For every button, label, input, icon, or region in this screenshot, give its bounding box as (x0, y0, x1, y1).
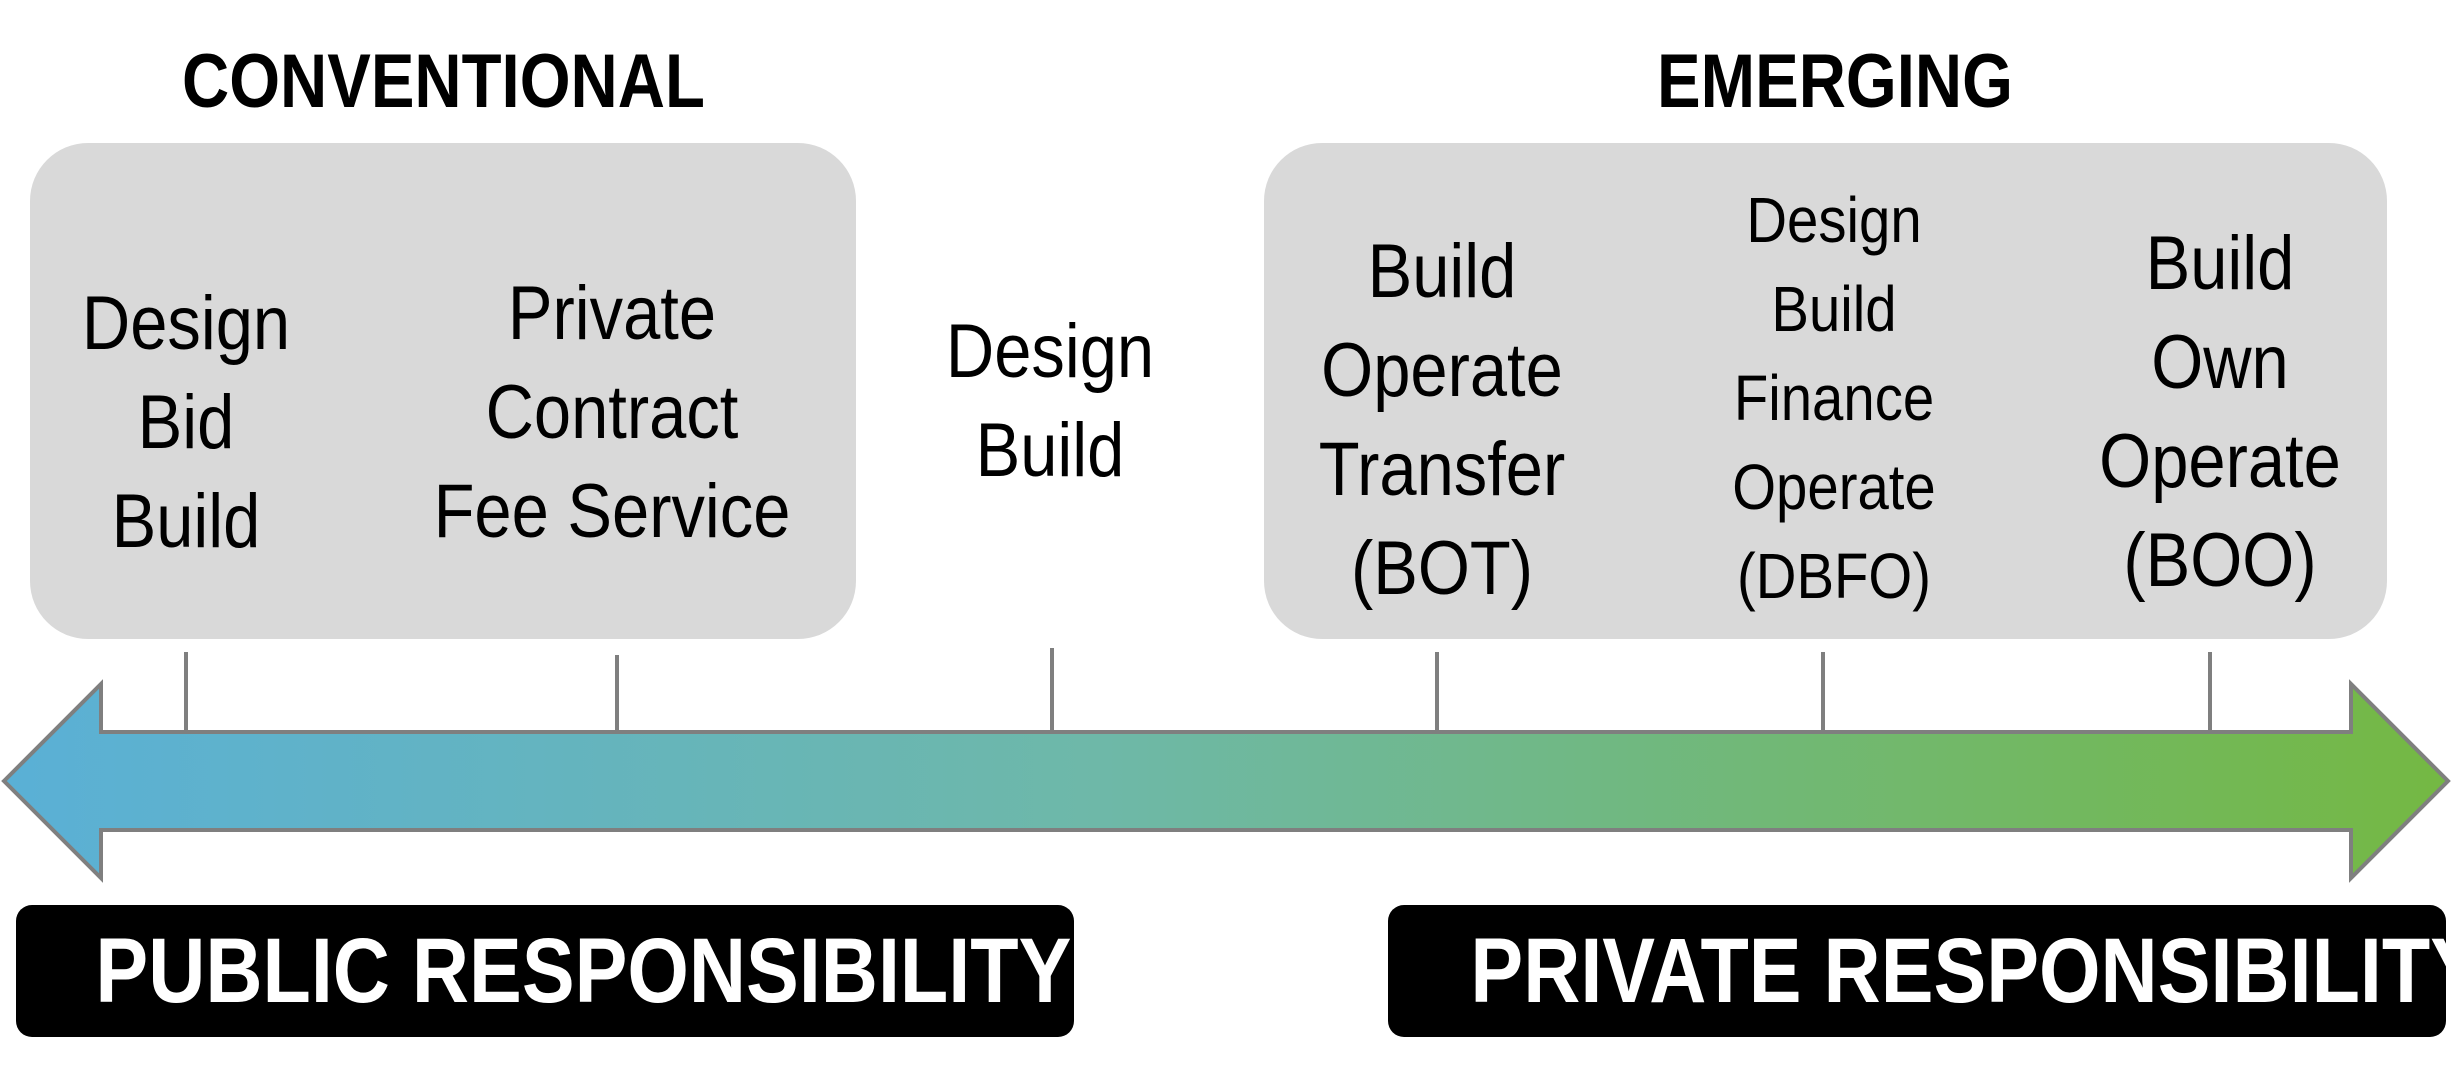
method-line: Contract (485, 370, 739, 455)
method-line: Finance (1733, 362, 1935, 434)
method-line: Operate (1732, 451, 1936, 523)
method-dbfo: Design Build Finance Operate (DBFO) (1732, 176, 1936, 621)
method-line: Own (2151, 320, 2289, 405)
heading-emerging: EMERGING (1657, 39, 2013, 124)
method-line: (BOT) (1350, 526, 1534, 611)
method-design-build: Design Build (946, 302, 1154, 500)
method-line: Operate (2099, 419, 2341, 504)
method-line: Transfer (1318, 427, 1566, 512)
method-line: Build (1771, 273, 1897, 345)
method-line: Fee Service (433, 469, 791, 554)
private-responsibility-label: PRIVATE RESPONSIBILITY (1470, 920, 2454, 1022)
method-line: Design (945, 309, 1155, 394)
method-line: (BOO) (2123, 518, 2317, 603)
emerging-group-box (1264, 143, 2387, 639)
method-line: Build (2145, 221, 2295, 306)
public-responsibility-bar: PUBLIC RESPONSIBILITY (16, 905, 1074, 1037)
method-line: Private (507, 271, 717, 356)
method-line: Build (111, 479, 261, 564)
method-line: Design (1746, 184, 1922, 256)
method-line: Build (975, 408, 1125, 493)
method-design-bid-build: Design Bid Build (82, 274, 290, 571)
method-bot: Build Operate Transfer (BOT) (1319, 222, 1566, 618)
method-line: Operate (1321, 328, 1563, 413)
private-responsibility-bar: PRIVATE RESPONSIBILITY (1388, 905, 2454, 1037)
heading-conventional: CONVENTIONAL (182, 39, 705, 124)
method-line: Design (81, 281, 291, 366)
method-line: Bid (137, 380, 235, 465)
conventional-group-box (30, 143, 856, 639)
method-private-contract-fee-service: Private Contract Fee Service (434, 264, 791, 561)
public-responsibility-label: PUBLIC RESPONSIBILITY (95, 920, 1072, 1022)
method-line: Build (1367, 229, 1517, 314)
method-line: (DBFO) (1737, 540, 1931, 612)
double-arrow (1, 679, 2451, 883)
method-boo: Build Own Operate (BOO) (2099, 214, 2341, 610)
